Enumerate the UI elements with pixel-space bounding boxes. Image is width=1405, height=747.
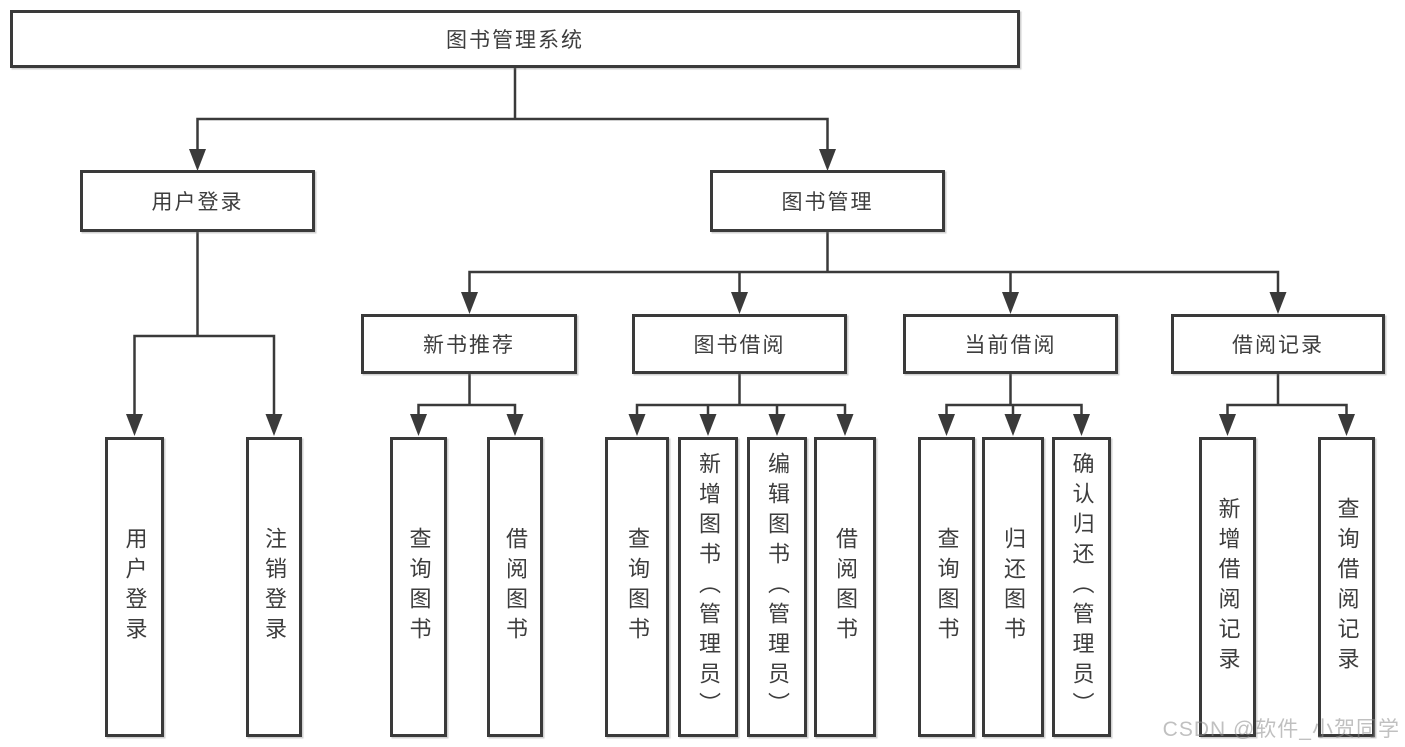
leaf-logout: 注销登录 (246, 437, 302, 737)
node-current-borrow: 当前借阅 (903, 314, 1118, 374)
leaf-return-books: 归还图书 (982, 437, 1044, 737)
leaf-query-borrow-record: 查询借阅记录 (1318, 437, 1375, 737)
node-borrow-records: 借阅记录 (1171, 314, 1385, 374)
leaf-add-book-admin: 新增图书（管理员） (678, 437, 738, 737)
node-user-login: 用户登录 (80, 170, 315, 232)
connector-strokes (133, 68, 1348, 416)
leaf-borrow-books-1: 借阅图书 (487, 437, 543, 737)
leaf-borrow-books-2: 借阅图书 (814, 437, 876, 737)
leaf-query-books-1: 查询图书 (390, 437, 447, 737)
leaf-user-login: 用户登录 (105, 437, 164, 737)
node-root: 图书管理系统 (10, 10, 1020, 68)
leaf-confirm-return-admin: 确认归还（管理员） (1052, 437, 1111, 737)
watermark: CSDN @软件_小贺同学 (1162, 718, 1400, 741)
node-new-book-recommend: 新书推荐 (361, 314, 577, 374)
leaf-edit-book-admin: 编辑图书（管理员） (747, 437, 807, 737)
node-book-management: 图书管理 (710, 170, 945, 232)
arrow-heads (126, 149, 1355, 436)
leaf-query-books-2: 查询图书 (605, 437, 669, 737)
leaf-add-borrow-record: 新增借阅记录 (1199, 437, 1256, 737)
leaf-query-books-3: 查询图书 (918, 437, 975, 737)
node-book-borrow: 图书借阅 (632, 314, 847, 374)
